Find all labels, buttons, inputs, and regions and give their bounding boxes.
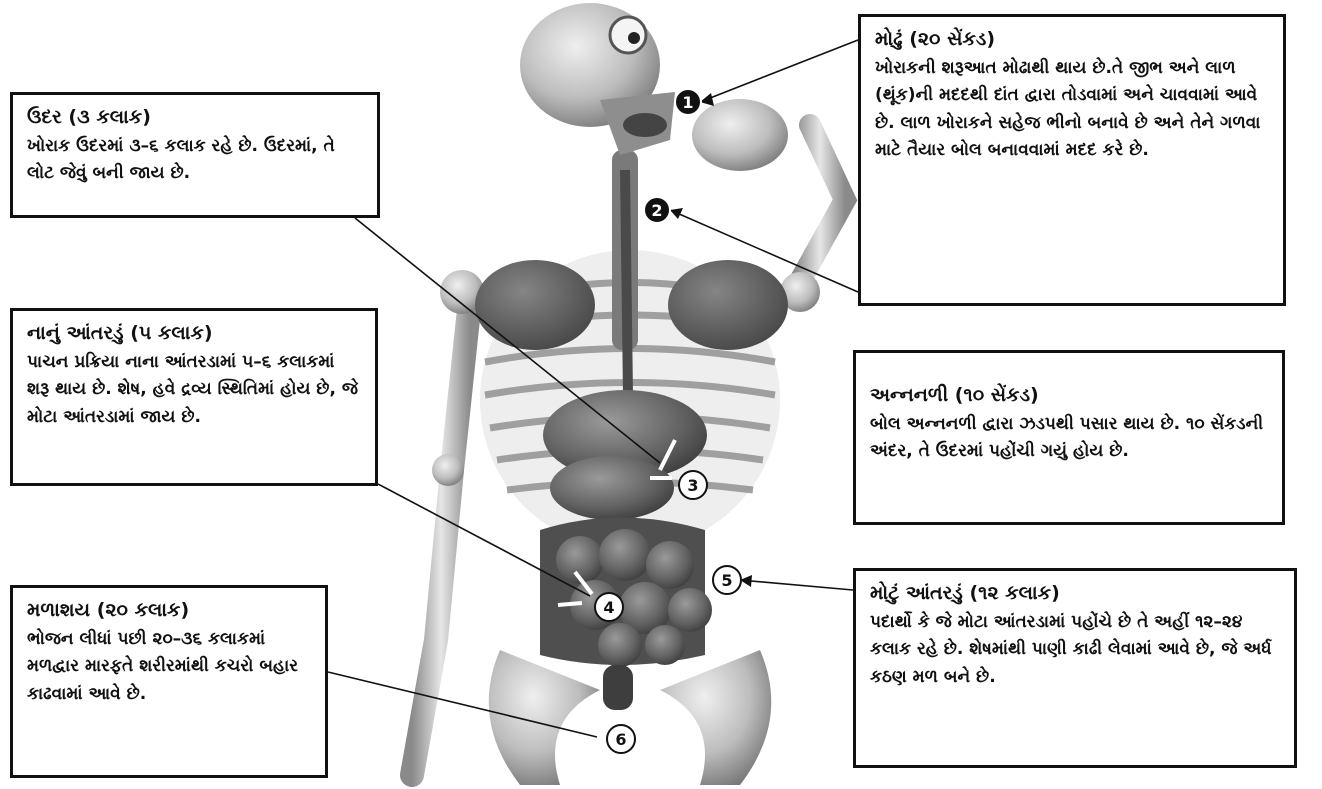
left-pelvis [489,650,600,785]
marker-1-label: 1 [682,93,693,112]
large-intestine-info-box: મોટું આંતરડું (૧૨ કલાક) પદાર્થો કે જે મો… [853,568,1297,768]
marker-2-label: 2 [651,201,662,220]
esophagus-text: બોલ અન્નનળી દ્વારા ઝડપથી પસાર થાય છે. ૧૦… [870,411,1268,466]
arrowhead-1 [700,93,714,106]
marker-5: 5 [713,566,741,594]
right-pelvis [660,650,771,785]
eye-socket [610,17,646,53]
marker-5-label: 5 [721,571,732,590]
small-intestine-info-box: નાનું આંતરડું (૫ કલાક) પાચન પ્રક્રિયા ના… [10,308,378,486]
rectum [603,665,633,710]
open-mouth [623,113,667,137]
right-arm-bone [795,125,845,290]
mouth-info-box: મોઢું (૨૦ સેંકડ) ખોરાકની શરૂઆત મોઢાથી થા… [858,14,1286,306]
marker-6: 6 [607,725,635,753]
right-shoulder-muscle [668,260,788,350]
skeleton-group [412,3,845,785]
left-elbow-joint [432,454,464,486]
stomach-info-box: ઉદર (૩ કલાક) ખોરાક ઉદરમાં ૩–૬ કલાક રહે છ… [10,92,380,218]
rectum-title: મળાશય (૨૦ કલાક) [27,598,311,624]
marker-4-label: 4 [603,598,614,617]
esophagus-info-box: અન્નનળી (૧૦ સેંકડ) બોલ અન્નનળી દ્વારા ઝડ… [853,350,1285,525]
left-shoulder-muscle [475,260,595,350]
pointer-line-1 [700,40,858,102]
marker-1: 1 [675,89,701,115]
esophagus [625,170,628,395]
marker-3: 3 [679,471,707,499]
small-intestine-title: નાનું આંતરડું (૫ કલાક) [27,321,361,347]
stomach [550,456,674,520]
marker-3-label: 3 [687,476,698,495]
stomach-text: ખોરાક ઉદરમાં ૩–૬ કલાક રહે છે. ઉદરમાં, તે… [27,133,363,188]
large-intestine-text: પદાર્થો કે જે મોટા આંતરડામાં પહોંચે છે ત… [870,609,1280,692]
mouth-text: ખોરાકની શરૂઆત મોઢાથી થાય છે.તે જીભ અને લ… [875,55,1269,165]
marker-6-label: 6 [615,730,626,749]
esophagus-title: અન્નનળી (૧૦ સેંકડ) [870,383,1268,409]
small-intestine-text: પાચન પ્રક્રિયા નાના આંતરડામાં ૫–૬ કલાકમા… [27,349,361,432]
marker-4: 4 [595,593,623,621]
mouth-title: મોઢું (૨૦ સેંકડ) [875,27,1269,53]
marker-2: 2 [644,197,670,223]
pointer-line-5 [740,580,853,590]
rectum-info-box: મળાશય (૨૦ કલાક) ભોજન લીધાં પછી ૨૦–૩૬ કલા… [10,585,328,778]
right-hand-bones [692,99,788,171]
large-intestine-title: મોટું આંતરડું (૧૨ કલાક) [870,581,1280,607]
rectum-text: ભોજન લીધાં પછી ૨૦–૩૬ કલાકમાં મળદ્વાર માર… [27,626,311,709]
arrowhead-2 [670,208,683,219]
eye-pupil [628,32,640,44]
stomach-title: ઉદર (૩ કલાક) [27,105,363,131]
